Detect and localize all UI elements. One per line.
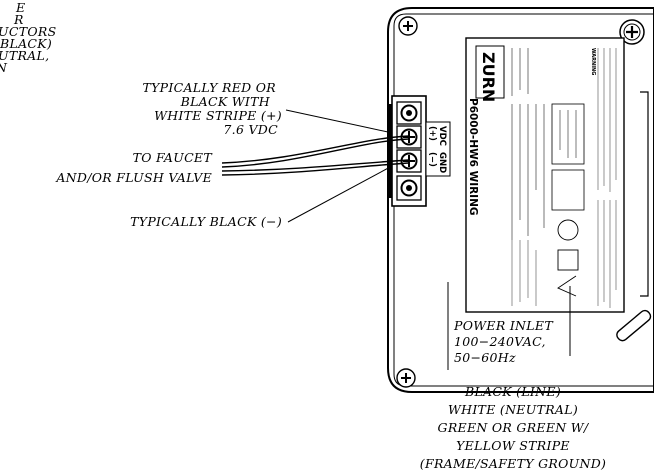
cut-text-line: UCTORS [0,24,56,39]
output-cable [221,135,410,176]
mounting-screw-top-right [619,19,645,45]
power-inlet-line: POWER INLET [453,318,554,333]
power-inlet-line: 50−60Hz [454,350,516,365]
gnd-label: GND [437,152,447,173]
line-wire-line: (FRAME/SAFETY GROUND) [420,456,606,471]
line-wires-label: BLACK (LINE) WHITE (NEUTRAL) GREEN OR GR… [420,384,606,471]
mounting-screw-bottom-left [396,368,416,388]
cut-text-line: N [0,60,8,75]
red-wire-line: BLACK WITH [180,94,271,109]
leader-lines [285,109,571,370]
terminal-block: (+) VDC (−) GND [388,95,451,207]
label-bracket [640,91,649,297]
vdc-label: VDC [437,126,447,146]
red-wire-line: WHITE STRIPE (+) [154,108,282,123]
faucet-label: TO FAUCET AND/OR FLUSH VALVE [55,150,213,185]
black-wire-label: TYPICALLY BLACK (−) [130,214,282,229]
line-wire-line: WHITE (NEUTRAL) [448,402,578,417]
left-cut-text: E R UCTORS BLACK) UTRAL, N [0,0,56,75]
cut-text-line: R [13,12,24,27]
line-wire-line: GREEN OR GREEN W/ [438,420,590,435]
red-wire-line: 7.6 VDC [223,122,278,137]
line-wire-line: BLACK (LINE) [464,384,561,399]
faucet-line: TO FAUCET [133,150,214,165]
product-label: P6000-HW6 WIRING ZURN WARNIN [465,37,625,313]
brand-logo: ZURN [475,45,505,102]
cut-text-line: BLACK) [0,36,52,51]
line-wire-line: YELLOW STRIPE [456,438,570,453]
faucet-line: AND/OR FLUSH VALVE [55,170,212,185]
mounting-screw-top-left [398,16,418,36]
cut-text-line: E [15,0,25,15]
cut-text-line: UTRAL, [0,48,49,63]
label-model: P6000-HW6 WIRING [467,98,479,216]
positive-symbol: (+) [427,126,437,141]
negative-symbol: (−) [427,152,437,167]
power-inlet-line: 100−240VAC, [454,334,546,349]
power-inlet-label: POWER INLET 100−240VAC, 50−60Hz [453,318,554,365]
red-wire-line: TYPICALLY RED OR [142,80,276,95]
red-wire-label: TYPICALLY RED OR BLACK WITH WHITE STRIPE… [142,80,282,137]
warning-heading: WARNING [590,48,596,75]
brand-text: ZURN [479,52,498,102]
